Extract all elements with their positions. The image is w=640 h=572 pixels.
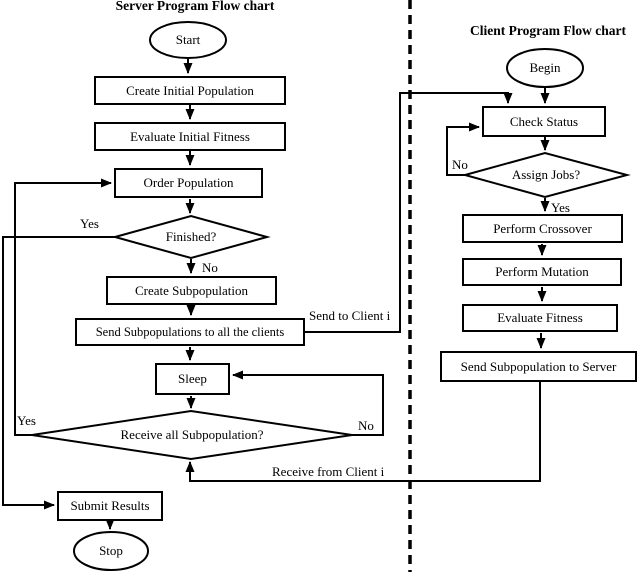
start-label: Start <box>175 32 201 47</box>
receive-yes-label: Yes <box>17 413 36 428</box>
finished-label: Finished? <box>165 229 217 244</box>
receive-all-label: Receive all Subpopulation? <box>120 427 264 442</box>
assign-jobs-diamond <box>461 151 631 199</box>
server-chart-title: Server Program Flow chart <box>115 0 275 13</box>
receive-no-label: No <box>358 418 374 433</box>
client-chart-title: Client Program Flow chart <box>469 23 627 38</box>
connector-receive-yes-to-order <box>14 178 112 436</box>
connector-send-to-client <box>305 92 513 333</box>
submit-results-box: Submit Results <box>57 491 163 521</box>
perform-crossover-box: Perform Crossover <box>462 214 623 243</box>
create-initial-population-box: Create Initial Population <box>94 76 286 105</box>
finished-no-label: No <box>202 260 218 275</box>
sleep-box: Sleep <box>155 363 230 395</box>
start-oval <box>149 21 227 59</box>
send-subpopulations-box: Send Subpopulations to all the clients <box>75 318 305 346</box>
connector-finished-yes-to-submit <box>2 236 115 510</box>
stop-label: Stop <box>99 543 123 558</box>
send-to-client-label: Send to Client i <box>309 308 391 323</box>
assign-no-label: No <box>452 157 468 172</box>
order-population-box: Order Population <box>114 168 263 198</box>
assign-jobs-label: Assign Jobs? <box>511 167 581 182</box>
connector-receive-no-to-sleep <box>232 370 384 436</box>
create-subpopulation-box: Create Subpopulation <box>106 276 277 305</box>
receive-from-client-label: Receive from Client i <box>272 464 385 479</box>
evaluate-initial-fitness-box: Evaluate Initial Fitness <box>94 122 286 151</box>
stop-oval <box>73 531 149 571</box>
begin-label: Begin <box>529 60 561 75</box>
check-status-box: Check Status <box>482 106 606 137</box>
connector-assign-no-to-check <box>446 122 480 176</box>
perform-mutation-box: Perform Mutation <box>462 258 622 286</box>
finished-diamond <box>111 214 271 260</box>
finished-yes-label: Yes <box>80 216 99 231</box>
connector-receive-from-client <box>185 382 541 482</box>
evaluate-fitness-box: Evaluate Fitness <box>462 304 618 332</box>
assign-yes-label: Yes <box>551 200 570 215</box>
send-subpopulation-to-server-box: Send Subpopulation to Server <box>440 351 637 382</box>
